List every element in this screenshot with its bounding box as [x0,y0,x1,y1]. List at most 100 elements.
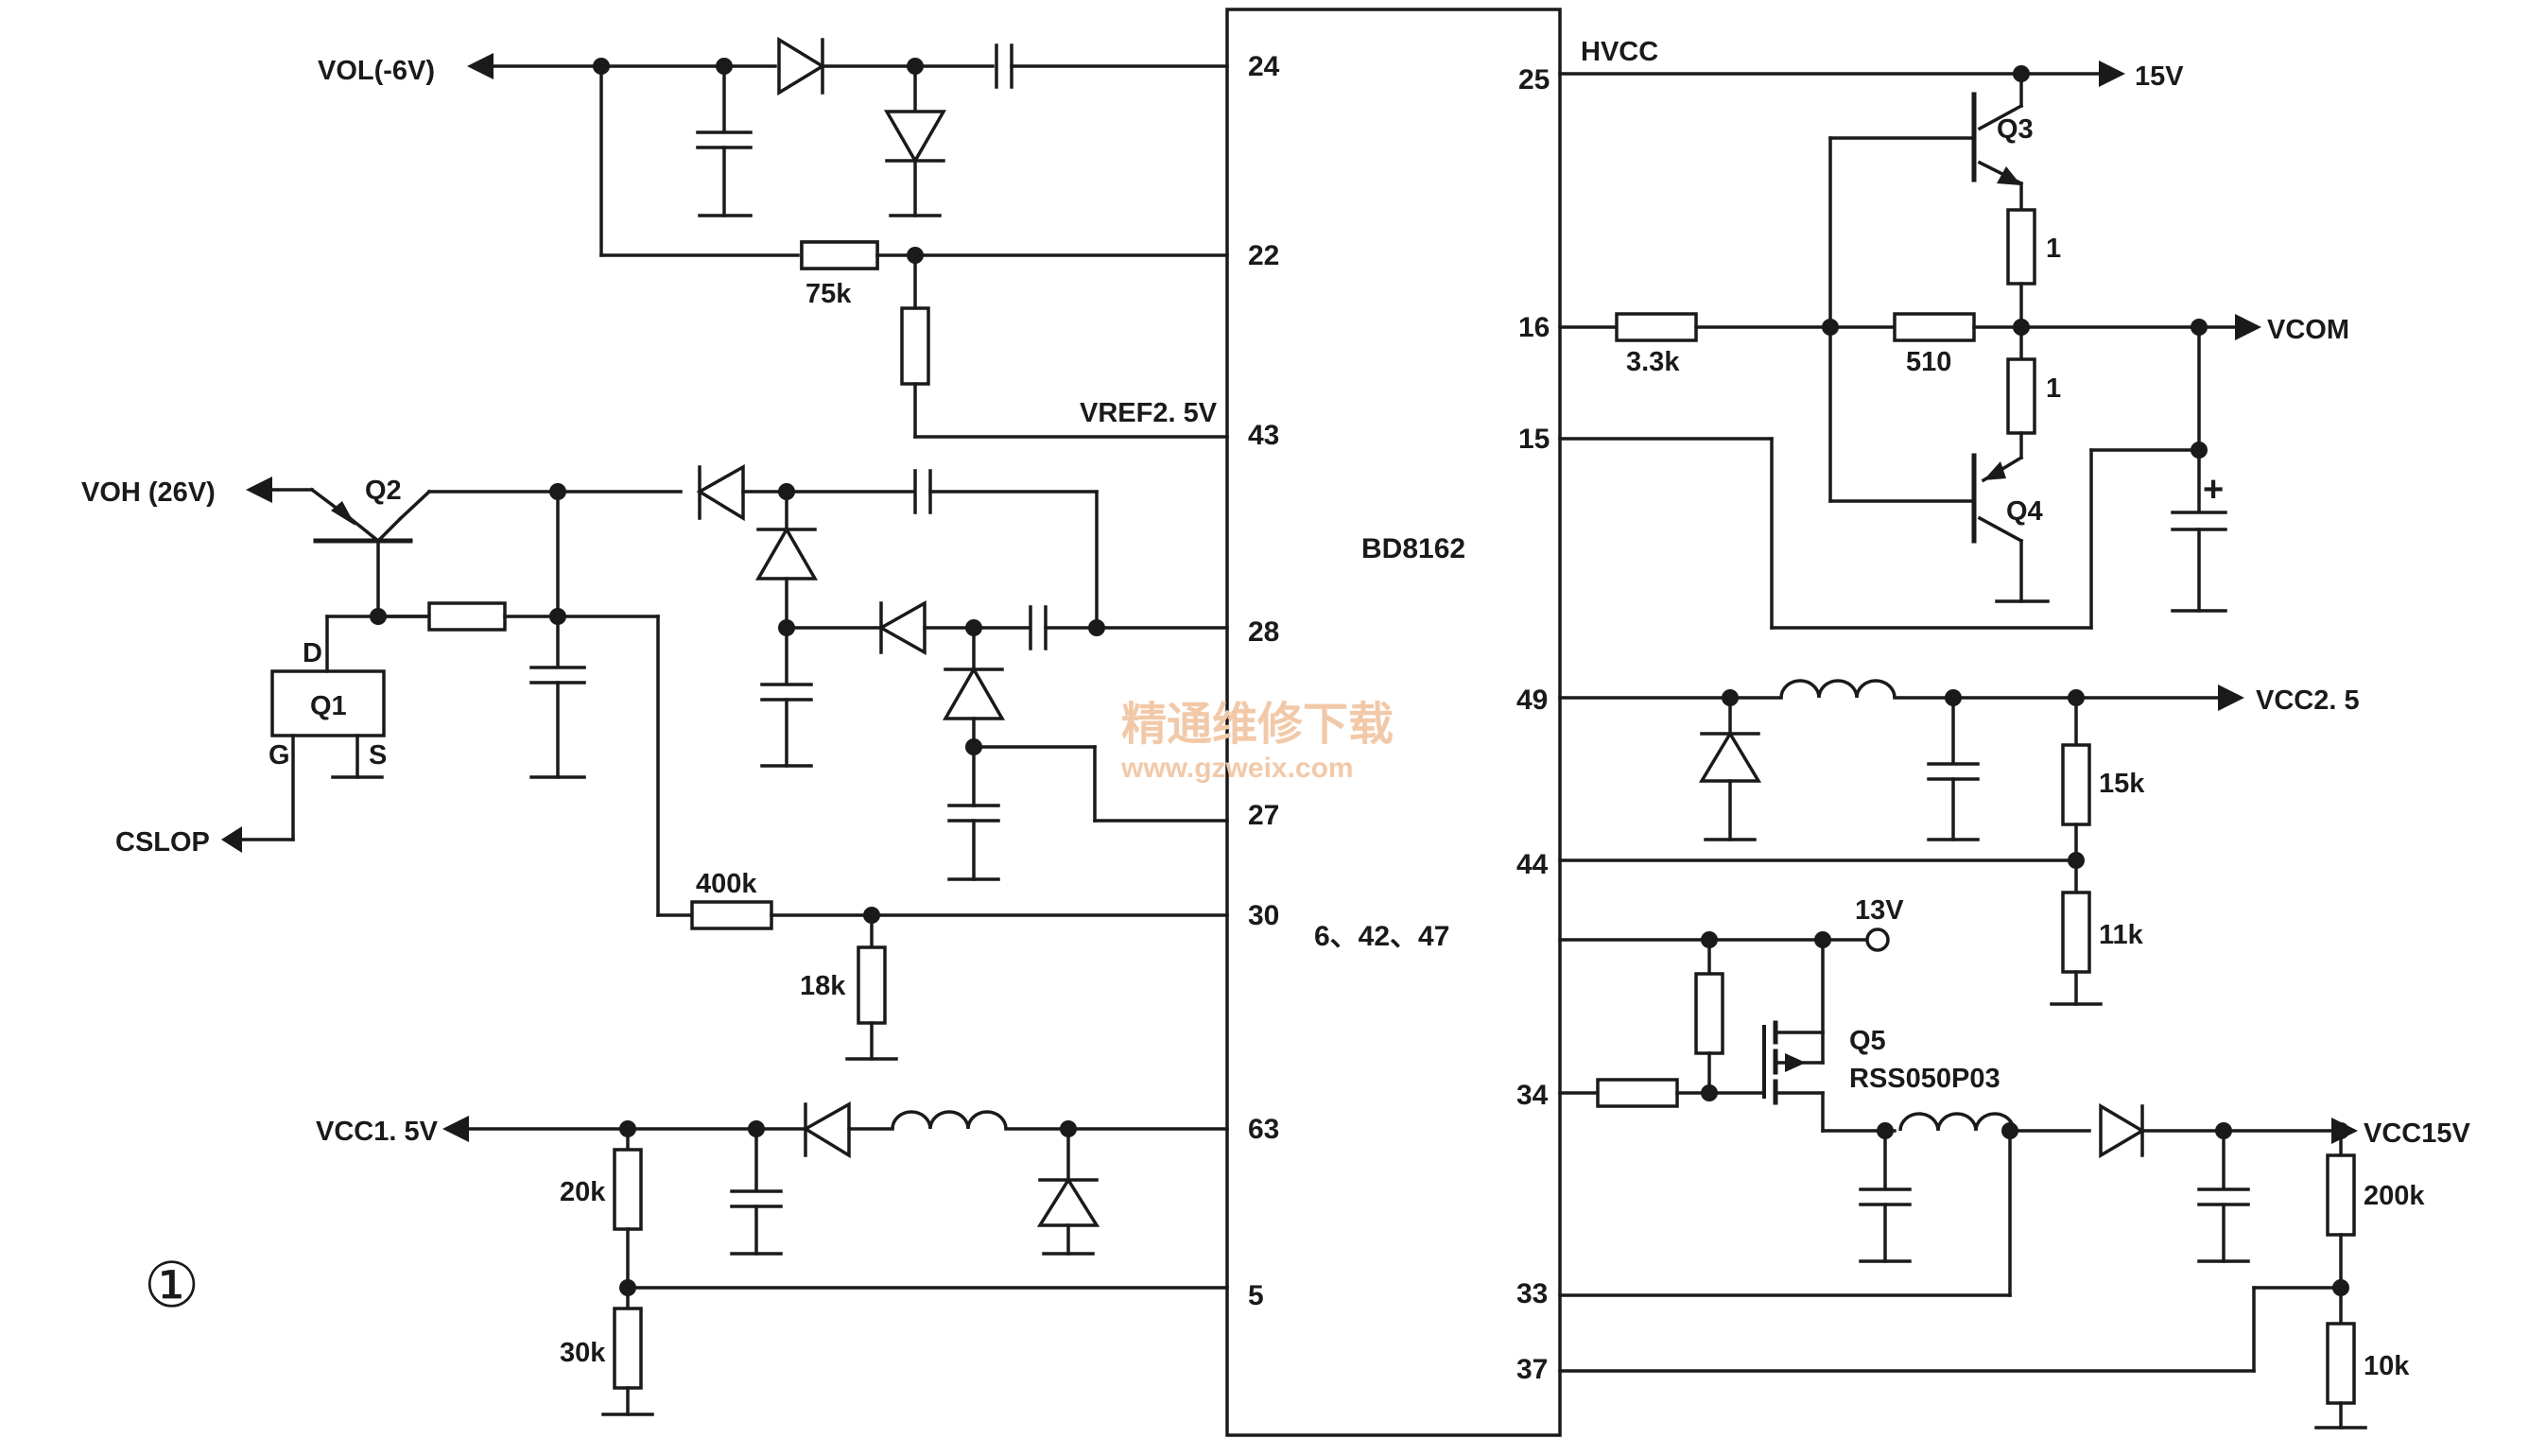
ic-name: BD8162 [1361,533,1465,564]
ic-bd8162-body [1225,8,1562,1437]
resistor-200k [2326,1153,2356,1237]
figure-marker: ① [144,1250,199,1320]
resistor-18k-label: 18k [800,971,846,1001]
voh-section: VOH (26V) Q2 Q1 D G S CSLOP 400k [81,464,1229,1061]
pin-27: 27 [1248,800,1279,831]
q5-body-arrow-icon [1785,1053,1806,1072]
resistor-11k [2061,891,2091,974]
hvcc-label: HVCC [1581,37,1658,67]
pin-15: 15 [1518,424,1550,455]
resistor-vref-upper [900,306,930,386]
resistor-3k3 [1615,312,1698,342]
resistor-510-label: 510 [1906,347,1951,377]
resistor-75k-label: 75k [805,279,852,309]
resistor-20k-label: 20k [560,1177,606,1207]
pin-63: 63 [1248,1114,1279,1145]
voh-diode-2-icon [754,526,819,581]
q1-d-label: D [303,638,322,668]
pin-34: 34 [1516,1080,1549,1111]
q3-emitter-arrow-icon [1997,166,2021,185]
pin-49: 49 [1516,685,1548,716]
vref-label: VREF2. 5V [1080,398,1218,428]
ic-ground-pins: 6、42、47 [1314,921,1449,952]
resistor-1-upper-label: 1 [2046,234,2061,264]
resistor-q5-gate-pullup [1694,972,1724,1055]
vcc2v5-diode-icon [1698,730,1762,783]
resistor-1-lower [2006,357,2036,435]
pin-37: 37 [1516,1354,1548,1385]
v13-label: 13V [1855,895,1904,926]
vcc1v5-diode-icon [802,1101,851,1159]
pin-33: 33 [1516,1278,1548,1309]
vcc1v5-inductor [891,1110,1008,1130]
vcc1v5-freewheel-diode-icon [1036,1176,1100,1227]
vol-arrow-icon [467,53,494,79]
vcc1v5-label: VCC1. 5V [316,1117,439,1147]
pin-24: 24 [1248,51,1280,82]
pin-28: 28 [1248,616,1279,648]
pin-43: 43 [1248,420,1279,451]
vcc2v5-inductor [1779,679,1897,699]
pin-44: 44 [1516,849,1549,880]
pin-22: 22 [1248,240,1279,271]
watermark-title: 精通维修下载 [1121,698,1394,751]
vcom-section: HVCC 15V Q3 1 1 Q4 3.3k [1558,37,2349,630]
q2-label: Q2 [365,476,402,506]
vcc1v5-section: VCC1. 5V 20k 30k [316,1101,1229,1416]
q1-g-label: G [268,740,290,771]
q4-label: Q4 [2006,496,2043,527]
resistor-400k [690,900,773,930]
vcc1v5-arrow-icon [442,1116,469,1142]
v15-arrow-icon [2099,61,2125,87]
resistor-15k [2061,743,2091,826]
q5-part: RSS050P03 [1849,1064,2000,1094]
vol-label: VOL(-6V) [318,56,435,86]
pin-5: 5 [1248,1280,1264,1311]
resistor-15k-label: 15k [2099,769,2145,799]
resistor-75k [800,240,879,270]
vcc2v5-label: VCC2. 5 [2256,685,2360,716]
voh-arrow-icon [246,477,272,503]
vcom-cap-plus: + [2203,470,2224,510]
vcom-arrow-icon [2235,314,2261,340]
vcc15v-inductor [1898,1112,2016,1132]
voh-label: VOH (26V) [81,477,216,508]
voh-diode-1-icon [696,464,745,522]
vcc2v5-arrow-icon [2218,685,2244,711]
voh-diode-3-icon [877,600,927,655]
cslop-label: CSLOP [115,827,210,858]
resistor-11k-label: 11k [2099,920,2144,950]
voh-diode-4-icon [942,666,1006,720]
q1-s-label: S [369,740,387,771]
resistor-3k3-label: 3.3k [1626,347,1680,377]
resistor-18k [857,945,887,1025]
vcc15v-diode-icon [2099,1102,2146,1159]
resistor-30k-label: 30k [560,1338,606,1368]
q3-label: Q3 [1997,114,2034,145]
resistor-1-upper [2006,208,2036,286]
v13-terminal [1865,927,1890,952]
vcc15v-label: VCC15V [2364,1118,2470,1149]
cslop-arrow-icon [221,826,242,853]
vcc2v5-section: VCC2. 5 15k 11k [1558,679,2360,1006]
resistor-200k-label: 200k [2364,1181,2425,1211]
watermark-url: www.gzweix.com [1120,753,1354,784]
resistor-1-lower-label: 1 [2046,373,2061,404]
pin-16: 16 [1518,312,1550,343]
vcc15v-section: 13V Q5 RSS050P03 VCC15V [1558,895,2470,1430]
resistor-20k [613,1148,643,1231]
resistor-10k-label: 10k [2364,1351,2410,1381]
vcom-label: VCOM [2267,315,2349,345]
vol-section: VOL(-6V) 75k VREF2. 5V [318,36,1229,439]
pin-30: 30 [1248,900,1279,931]
pin-25: 25 [1518,64,1550,95]
resistor-510 [1893,312,1976,342]
q4-emitter-arrow-icon [1983,461,2006,480]
q5-label: Q5 [1849,1026,1886,1056]
q1-label: Q1 [310,691,347,721]
vol-series-diode-icon [777,36,826,96]
resistor-10k [2326,1322,2356,1405]
v15-label: 15V [2135,61,2184,92]
resistor-q5-gate [1596,1078,1679,1108]
